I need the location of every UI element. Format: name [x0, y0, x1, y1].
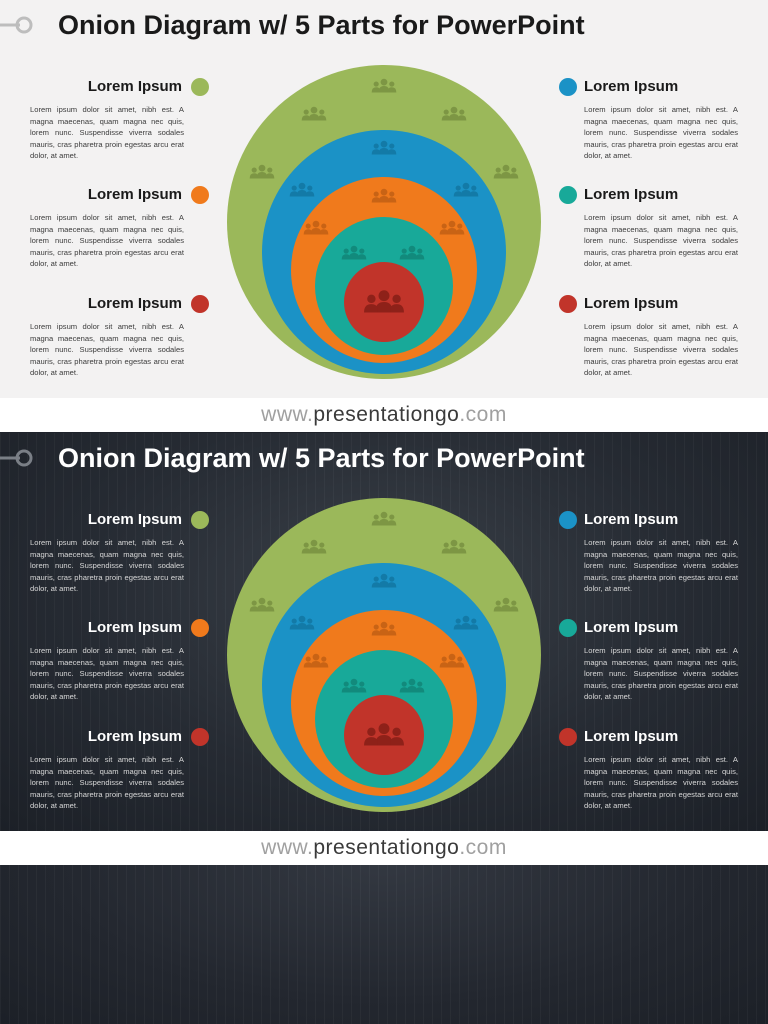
dot-red	[191, 728, 209, 746]
dot-red-right	[559, 295, 577, 313]
watermark-banner[interactable]: www.presentationgo.com	[0, 831, 768, 865]
item-label-left-1: Lorem Ipsum	[87, 78, 182, 95]
dot-orange	[191, 186, 209, 204]
item-text-right-1: Lorem ipsum dolor sit amet, nibh est. A …	[584, 538, 738, 594]
item-text-right-2: Lorem ipsum dolor sit amet, nibh est. A …	[584, 213, 738, 269]
item-text-left-2: Lorem ipsum dolor sit amet, nibh est. A …	[30, 213, 184, 269]
banner-suffix: .com	[459, 836, 507, 859]
item-text-right-3: Lorem ipsum dolor sit amet, nibh est. A …	[584, 755, 738, 811]
banner-brand: presentationgo	[313, 403, 460, 426]
item-label-left-3: Lorem Ipsum	[87, 728, 182, 745]
slide-title: Onion Diagram w/ 5 Parts for PowerPoint	[58, 10, 585, 40]
watermark-banner[interactable]: www.presentationgo.com	[0, 398, 768, 432]
item-label-left-1: Lorem Ipsum	[87, 511, 182, 528]
item-text-right-1: Lorem ipsum dolor sit amet, nibh est. A …	[584, 105, 738, 161]
dot-blue	[559, 78, 577, 96]
key-icon	[0, 16, 33, 34]
item-text-left-1: Lorem ipsum dolor sit amet, nibh est. A …	[30, 105, 184, 161]
item-label-right-3: Lorem Ipsum	[584, 295, 679, 312]
item-text-right-3: Lorem ipsum dolor sit amet, nibh est. A …	[584, 322, 738, 378]
item-label-left-2: Lorem Ipsum	[87, 186, 182, 203]
item-text-right-2: Lorem ipsum dolor sit amet, nibh est. A …	[584, 646, 738, 702]
banner-prefix: www.	[261, 836, 314, 859]
dot-teal	[559, 186, 577, 204]
dot-red	[191, 295, 209, 313]
dot-teal	[559, 619, 577, 637]
item-label-right-1: Lorem Ipsum	[584, 78, 679, 95]
banner-suffix: .com	[459, 403, 507, 426]
dot-green	[191, 511, 209, 529]
dot-blue	[559, 511, 577, 529]
item-text-left-2: Lorem ipsum dolor sit amet, nibh est. A …	[30, 646, 184, 702]
item-text-left-3: Lorem ipsum dolor sit amet, nibh est. A …	[30, 755, 184, 811]
item-label-right-1: Lorem Ipsum	[584, 511, 679, 528]
background-bottom	[0, 865, 768, 1024]
item-text-left-3: Lorem ipsum dolor sit amet, nibh est. A …	[30, 322, 184, 378]
key-icon	[0, 449, 33, 467]
item-label-right-3: Lorem Ipsum	[584, 728, 679, 745]
dot-orange	[191, 619, 209, 637]
slide-title: Onion Diagram w/ 5 Parts for PowerPoint	[58, 443, 585, 473]
slide-dark: Onion Diagram w/ 5 Parts for PowerPoint …	[0, 433, 768, 831]
slide-light: Onion Diagram w/ 5 Parts for PowerPoint …	[0, 0, 768, 398]
dot-green	[191, 78, 209, 96]
item-label-left-2: Lorem Ipsum	[87, 619, 182, 636]
item-label-right-2: Lorem Ipsum	[584, 186, 679, 203]
item-text-left-1: Lorem ipsum dolor sit amet, nibh est. A …	[30, 538, 184, 594]
banner-prefix: www.	[261, 403, 314, 426]
item-label-right-2: Lorem Ipsum	[584, 619, 679, 636]
onion-diagram	[227, 498, 541, 812]
onion-diagram	[227, 65, 541, 379]
dot-red-right	[559, 728, 577, 746]
banner-brand: presentationgo	[313, 836, 460, 859]
item-label-left-3: Lorem Ipsum	[87, 295, 182, 312]
